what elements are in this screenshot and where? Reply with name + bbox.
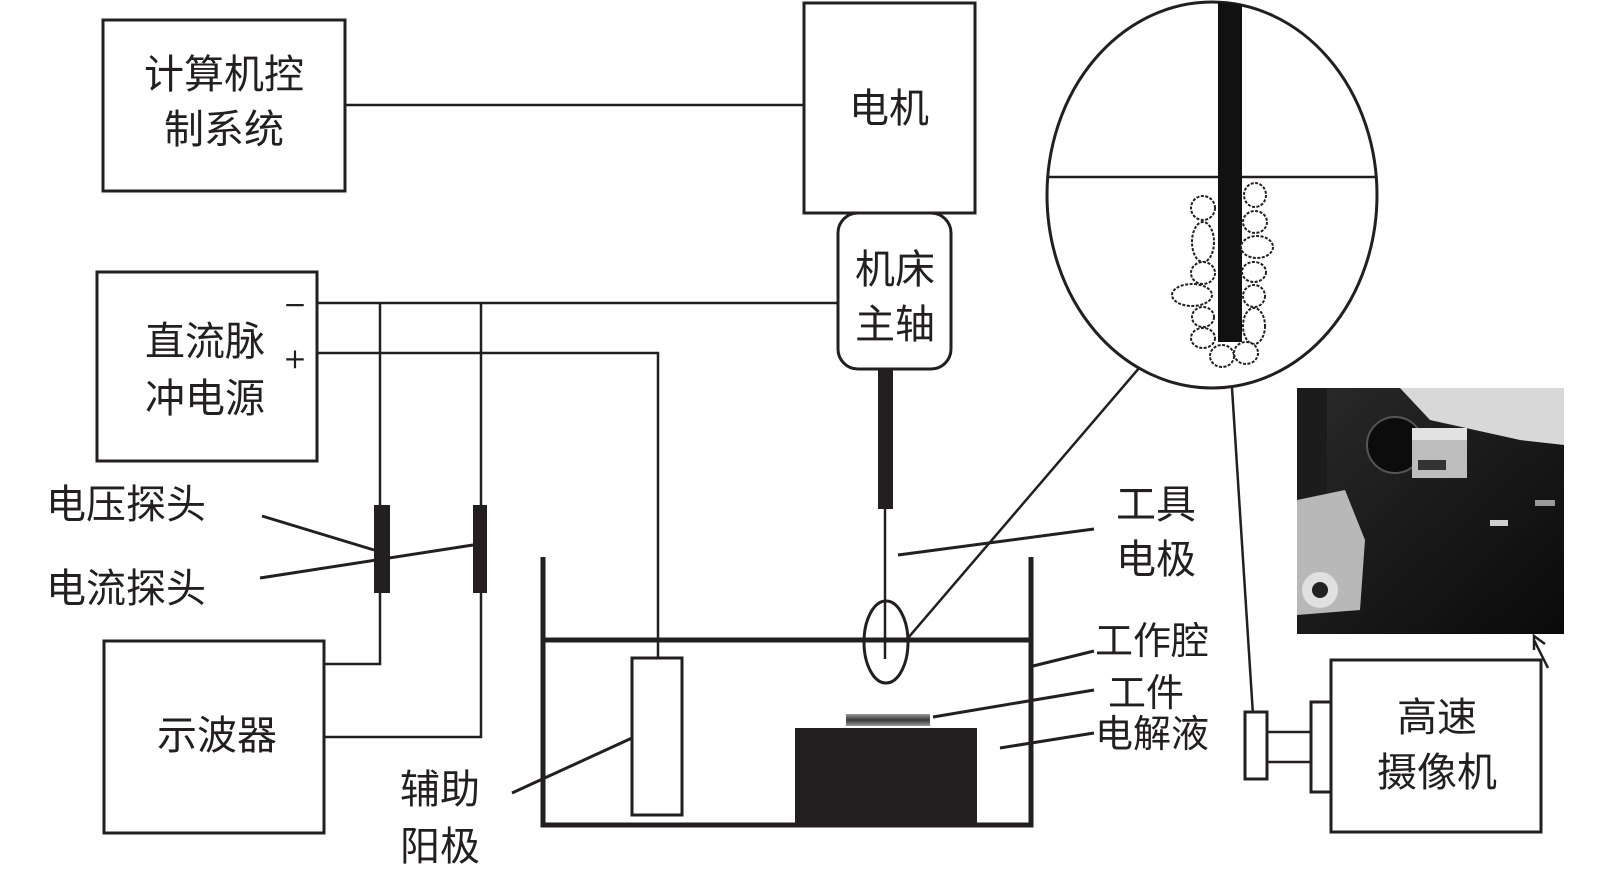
camera-label-line2: 摄像机 [1377,750,1497,796]
current-probe-label: 电流探头 [46,566,206,612]
work-chamber-tank [540,557,1034,828]
gas-bubbles [1171,182,1274,368]
work-chamber-label: 工作腔 [1095,619,1209,663]
auxiliary-anode [630,656,684,817]
spindle-block: 机床 主轴 [836,211,953,371]
power-label-line1: 直流脉 [145,319,265,365]
work-chamber-leader [1032,649,1095,668]
camera-view-line [1230,387,1255,716]
voltage-probe [374,505,390,593]
workpiece-label: 工件 [1108,671,1184,715]
computer-control-system-block: 计算机控 制系统 [101,18,347,193]
oscilloscope-block: 示波器 [102,639,326,835]
spindle-label-line2: 主轴 [855,302,935,348]
magnified-view [1045,0,1379,390]
electrolyte-leader [999,731,1095,750]
high-speed-camera-photo [1297,388,1564,634]
magnify-connector-line [907,366,1141,639]
current-probe [473,505,487,593]
electrolyte-label: 电解液 [1095,712,1209,756]
positive-wire [317,351,660,660]
motor-label: 电机 [849,86,929,132]
workpiece-leader [932,688,1095,719]
tool-holder [878,369,893,509]
computer-label-line2: 制系统 [164,107,284,153]
workpiece-fixture [795,728,977,825]
positive-terminal: + [283,342,306,375]
motor-block: 电机 [802,1,977,215]
voltage-probe-label: 电压探头 [46,482,206,528]
spindle-label-line1: 机床 [855,247,935,293]
oscilloscope-label: 示波器 [157,713,277,759]
tool-electrode-label-line1: 工具 [1116,482,1196,528]
negative-terminal: − [283,288,306,321]
tool-electrode-leader [897,527,1095,557]
voltage-probe-leader [261,514,375,552]
current-probe-wire [325,303,483,739]
computer-label-line1: 计算机控 [144,52,304,98]
high-speed-camera-block: 高速 摄像机 [1243,658,1543,834]
aux-anode-label-line1: 辅助 [400,767,480,813]
camera-label-line1: 高速 [1397,695,1477,741]
magnified-tool-electrode [1218,2,1242,342]
photo-pointer-arrow-icon [1532,633,1546,650]
tool-electrode-label-line2: 电极 [1116,537,1196,583]
aux-anode-label-line2: 阳极 [400,824,480,870]
current-probe-leader [259,543,474,580]
dc-pulse-power-block: 直流脉 冲电源 − + [95,270,319,463]
voltage-probe-wire [325,303,382,666]
photo-pointer-line [1532,639,1550,669]
aux-anode-leader [511,736,633,795]
workpiece [846,714,930,726]
magnify-region-marker [862,599,910,685]
power-label-line2: 冲电源 [145,376,265,422]
